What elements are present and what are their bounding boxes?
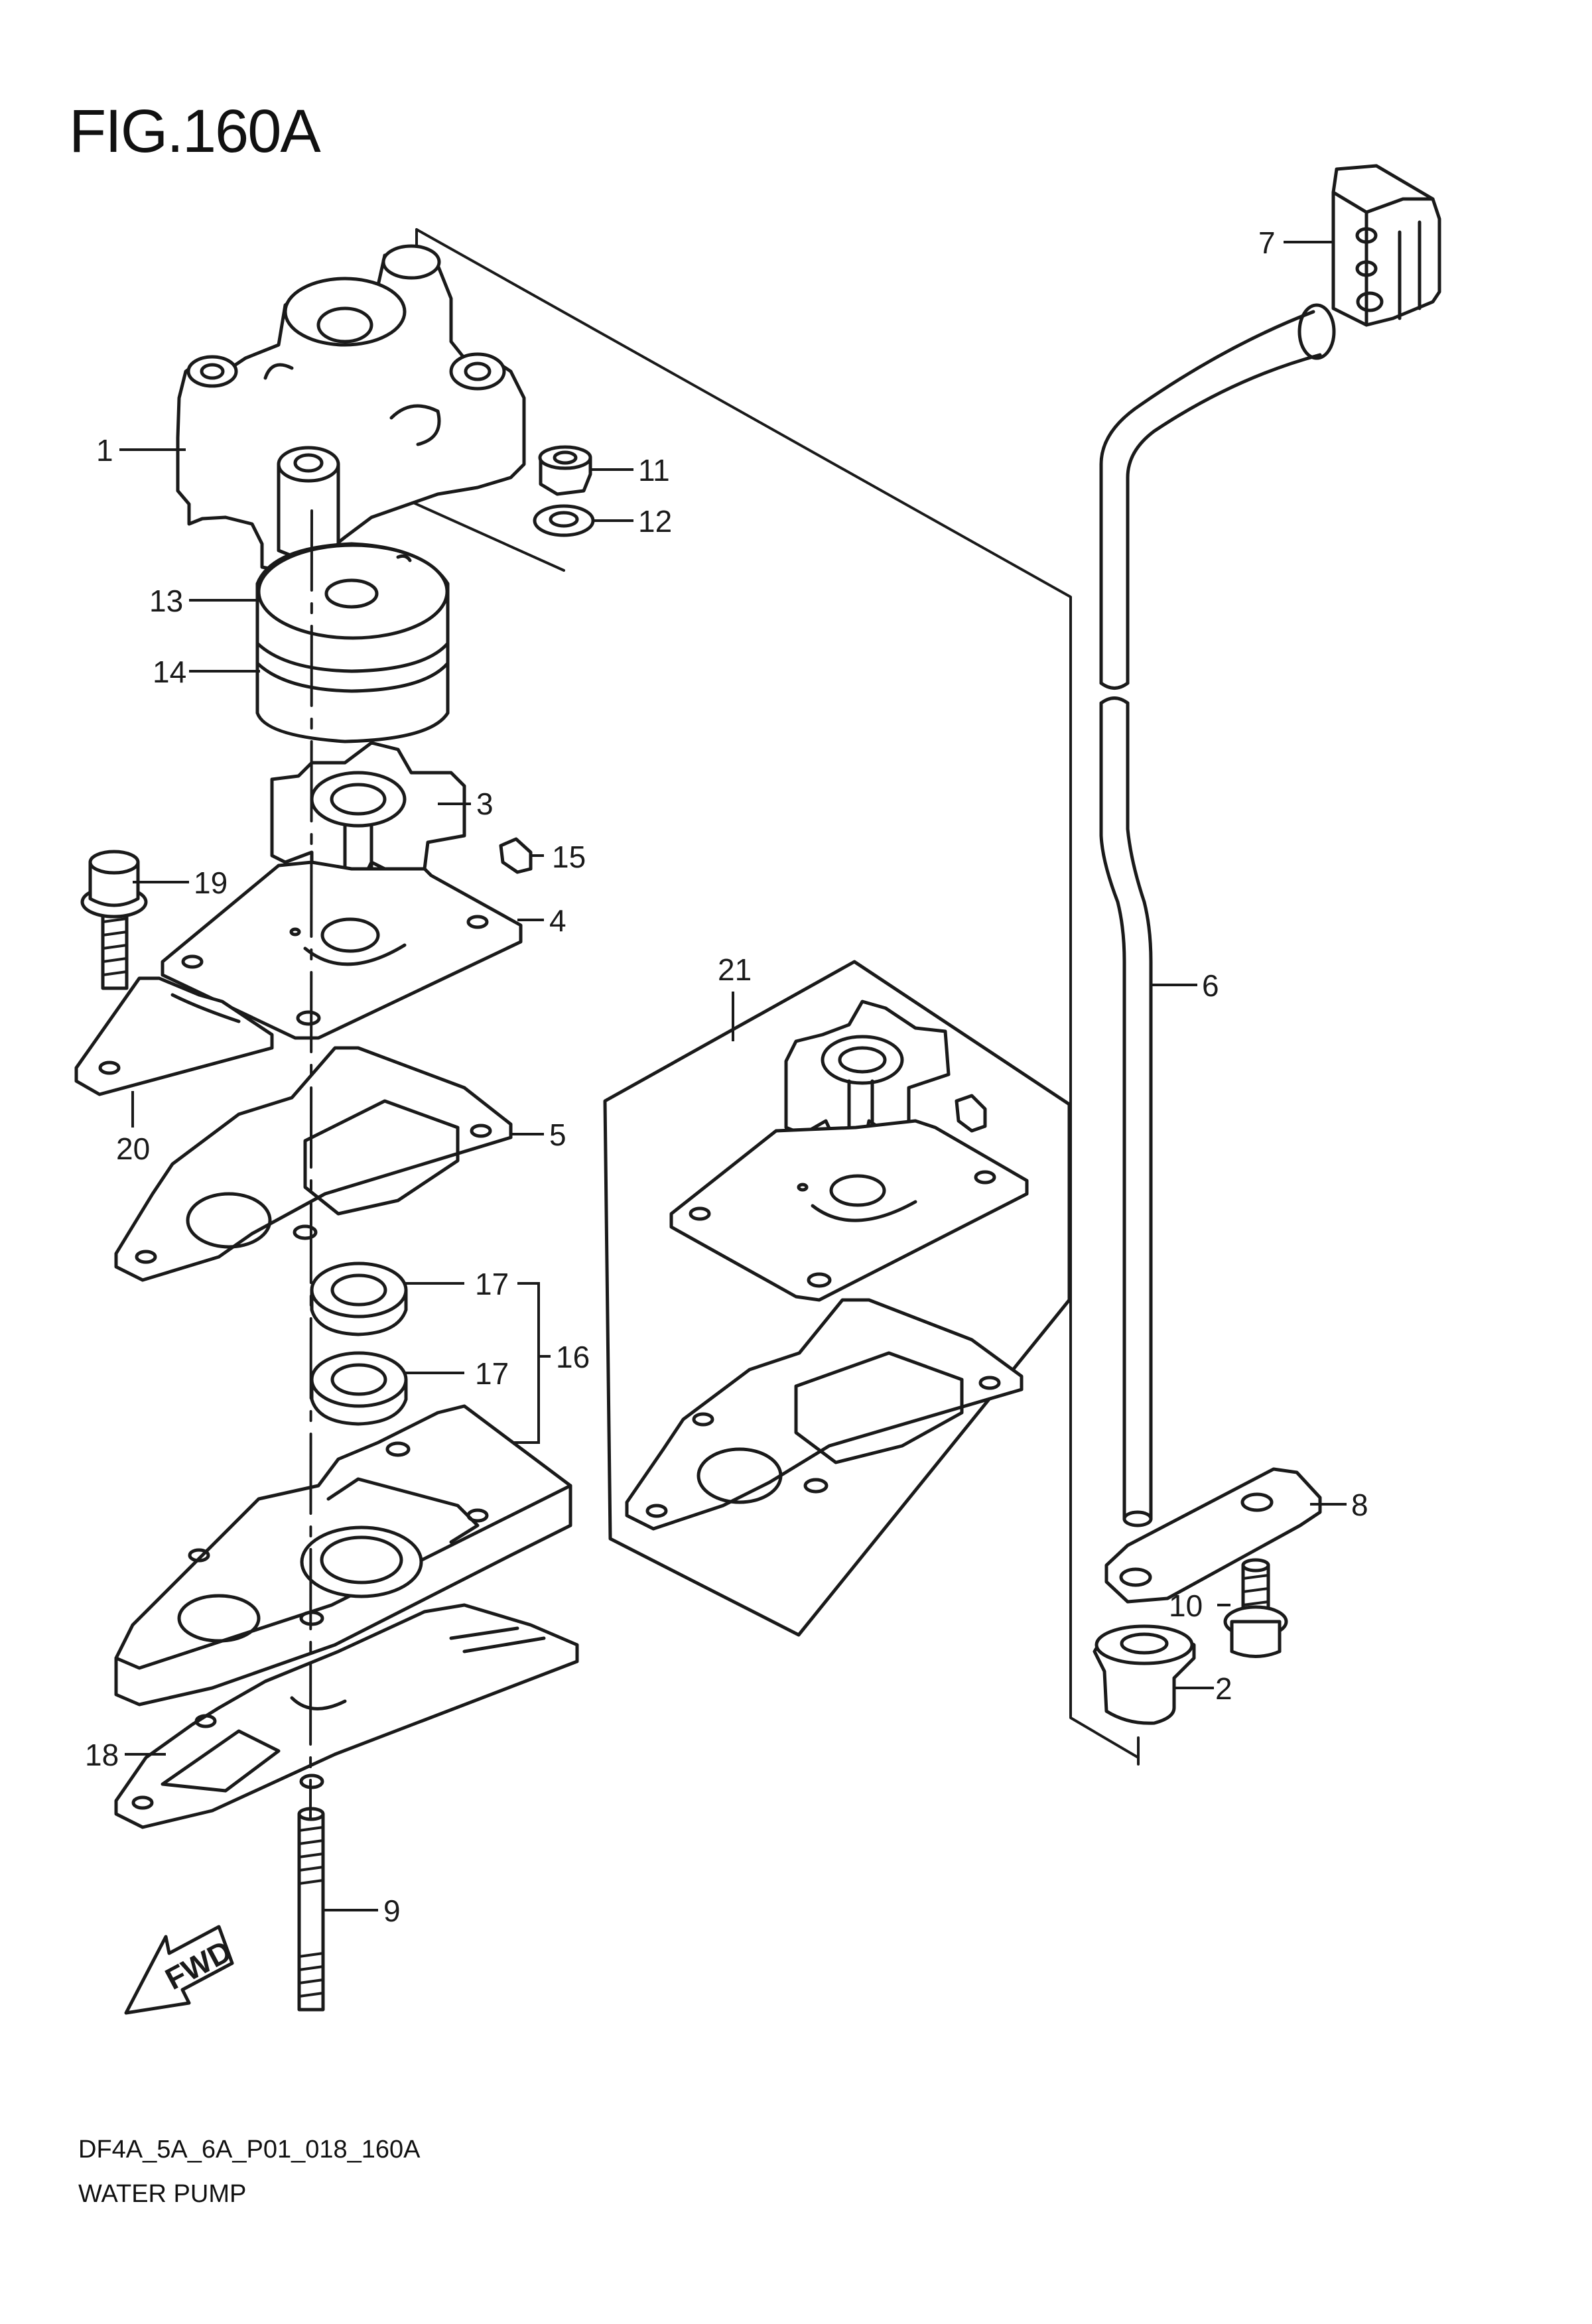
washer[interactable] bbox=[533, 504, 595, 537]
assembly-axis bbox=[309, 509, 313, 1819]
lower-gasket[interactable] bbox=[114, 1603, 579, 1829]
callout-10: 10 bbox=[1169, 1588, 1203, 1623]
oil-seal-upper[interactable] bbox=[310, 1261, 408, 1336]
callout-1: 1 bbox=[96, 433, 113, 468]
callout-19: 19 bbox=[194, 866, 228, 900]
callout-14: 14 bbox=[153, 655, 186, 689]
oil-seal-lower[interactable] bbox=[310, 1351, 408, 1426]
flange-bolt[interactable] bbox=[80, 850, 148, 990]
figure-code: DF4A_5A_6A_P01_018_160A bbox=[78, 2136, 421, 2163]
callout-7: 7 bbox=[1258, 226, 1276, 260]
callout-18: 18 bbox=[85, 1738, 119, 1772]
repair-kit-box[interactable] bbox=[603, 960, 1071, 1637]
callout-13: 13 bbox=[149, 584, 183, 618]
callout-21: 21 bbox=[718, 952, 752, 987]
callout-3: 3 bbox=[476, 787, 494, 821]
callout-9: 9 bbox=[383, 1894, 401, 1928]
callout-15: 15 bbox=[552, 840, 586, 874]
stud-bolt[interactable] bbox=[297, 1807, 325, 2012]
callout-11: 11 bbox=[638, 453, 670, 487]
figure-description: WATER PUMP bbox=[78, 2180, 247, 2208]
callout-4: 4 bbox=[549, 903, 566, 938]
impeller[interactable] bbox=[270, 741, 466, 894]
callout-leaders bbox=[119, 241, 1347, 1911]
clip-bolt[interactable] bbox=[1223, 1558, 1288, 1658]
callout-12: 12 bbox=[638, 504, 672, 539]
pump-liner[interactable] bbox=[255, 542, 450, 743]
fwd-arrow: FWD bbox=[124, 1925, 237, 2015]
callout-17-lower: 17 bbox=[475, 1356, 509, 1391]
bottom-grommet[interactable] bbox=[1093, 1624, 1196, 1725]
callout-2: 2 bbox=[1215, 1671, 1232, 1706]
callout-labels: 1 2 3 4 5 6 7 8 9 10 11 12 13 14 15 16 1… bbox=[85, 226, 1368, 1928]
lower-housing[interactable] bbox=[114, 1404, 572, 1707]
figure-title: FIG.160A bbox=[69, 97, 321, 165]
key[interactable] bbox=[499, 837, 533, 874]
callout-5: 5 bbox=[549, 1118, 566, 1152]
bracket-16 bbox=[504, 1282, 540, 1444]
small-gasket[interactable] bbox=[74, 976, 274, 1096]
pump-case[interactable] bbox=[176, 244, 526, 574]
callout-17-upper: 17 bbox=[475, 1267, 509, 1301]
tube-grommet[interactable] bbox=[1331, 164, 1441, 327]
pump-gasket[interactable] bbox=[114, 1046, 513, 1282]
water-tube[interactable] bbox=[1099, 303, 1336, 1527]
callout-8: 8 bbox=[1351, 1488, 1368, 1522]
callout-6: 6 bbox=[1202, 968, 1219, 1003]
nut[interactable] bbox=[538, 445, 592, 496]
tube-clip-plate[interactable] bbox=[1104, 1467, 1322, 1604]
pump-plate[interactable] bbox=[161, 860, 523, 1040]
callout-16: 16 bbox=[556, 1340, 590, 1374]
callout-20: 20 bbox=[116, 1131, 150, 1166]
